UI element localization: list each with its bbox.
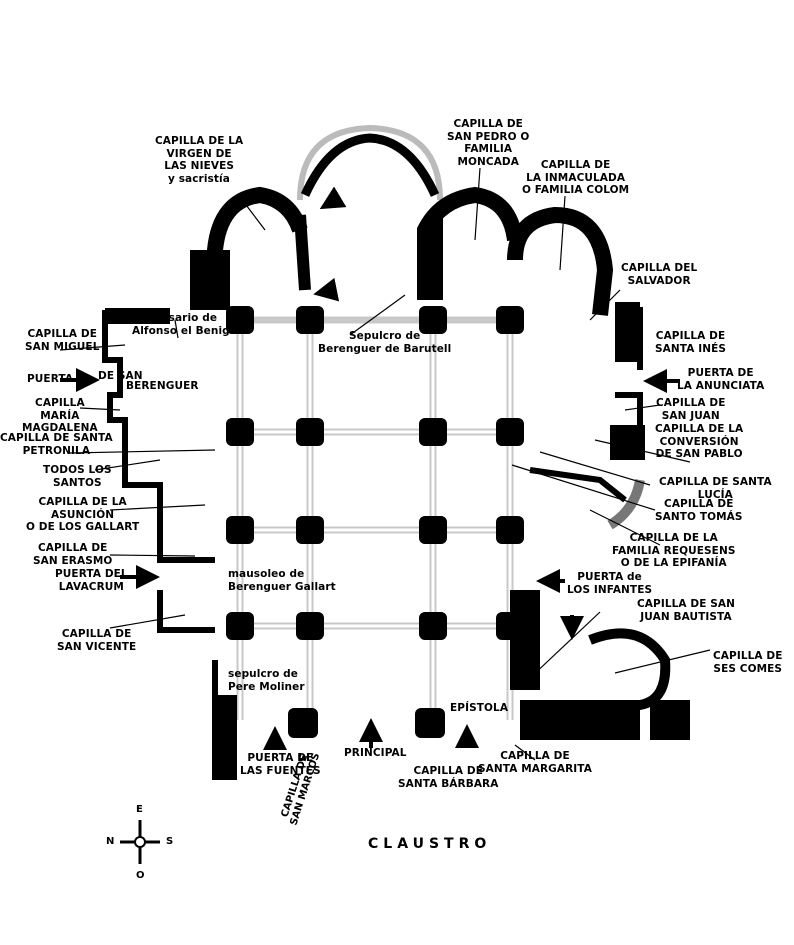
compass-s: S	[166, 836, 174, 847]
label-ses-comes: CAPILLA DE SES COMES	[713, 650, 783, 675]
label-mausoleo: mausoleo de Berenguer Gallart	[228, 568, 336, 593]
label-san-juan-bautista: CAPILLA DE SAN JUAN BAUTISTA	[637, 598, 736, 623]
ses-comes-chapel	[588, 628, 671, 710]
label-puerta-anunciata: PUERTA DE LA ANUNCIATA	[677, 367, 765, 392]
label-sacristia: y sacristía	[168, 173, 230, 185]
chapel-walls	[207, 186, 614, 316]
apse-wall	[300, 133, 440, 197]
label-todos-santos: TODOS LOS SANTOS	[43, 464, 112, 489]
label-osario: Osario de Alfonso el Benigno	[132, 312, 245, 337]
label-asuncion: CAPILLA DE LA ASUNCIÓN O DE LOS GALLART	[26, 496, 140, 533]
label-santo-tomas: CAPILLA DE SANTO TOMÁS	[655, 498, 743, 523]
label-virgen-nieves: CAPILLA DE LA VIRGEN DE LAS NIEVES	[155, 135, 244, 172]
santa-lucia-arc	[607, 479, 645, 530]
label-puerta-lavacrum: PUERTA DEL LAVACRUM	[55, 568, 128, 593]
compass-n: N	[106, 836, 115, 847]
label-requesens: CAPILLA DE LA FAMILIA REQUESENS O DE LA …	[612, 532, 736, 569]
label-maria-magdalena: CAPILLA MARÍA MAGDALENA	[22, 397, 98, 434]
label-sepulcro-barutell: Sepulcro de Berenguer de Barutell	[318, 330, 452, 355]
label-conversion: CAPILLA DE LA CONVERSIÓN DE SAN PABLO	[655, 423, 744, 460]
label-puerta-san-berenguer: PUERTA	[27, 373, 74, 385]
label-puerta-fuentes: PUERTA DE LAS FUENTES	[240, 752, 321, 777]
leader-lines	[59, 167, 711, 761]
label-santa-petronila: CAPILLA DE SANTA PETRONILA	[0, 432, 113, 457]
label-principal: PRINCIPAL	[344, 747, 407, 759]
label-san-vicente: CAPILLA DE SAN VICENTE	[57, 628, 137, 653]
label-santa-barbara: CAPILLA DE SANTA BÁRBARA	[398, 765, 499, 790]
aisle-walls	[102, 307, 643, 780]
label-pere-moliner: sepulcro de Pere Moliner	[228, 668, 305, 693]
label-de-san: DE SAN	[98, 370, 143, 382]
label-san-erasmo: CAPILLA DE SAN ERASMO	[33, 542, 113, 567]
label-santa-lucia: CAPILLA DE SANTA LUCÍA	[659, 476, 772, 501]
label-san-miguel: CAPILLA DE SAN MIGUEL	[25, 328, 100, 353]
label-san-juan: CAPILLA DE SAN JUAN	[656, 397, 726, 422]
nave-ribs	[236, 316, 514, 720]
label-san-pedro: CAPILLA DE SAN PEDRO O FAMILIA MONCADA	[447, 118, 530, 168]
compass-e: E	[136, 804, 143, 815]
label-claustro: CLAUSTRO	[368, 836, 492, 852]
door-arrows	[60, 186, 680, 750]
label-salvador: CAPILLA DEL SALVADOR	[621, 262, 698, 287]
nave-ribs-inner	[238, 320, 512, 720]
main-apse	[297, 124, 443, 201]
label-santa-ines: CAPILLA DE SANTA INÉS	[655, 330, 727, 355]
compass-rose	[120, 820, 160, 864]
label-puerta-infantes: PUERTA de LOS INFANTES	[567, 571, 653, 596]
label-berenguer: BERENGUER	[126, 380, 199, 392]
pillars	[226, 306, 524, 738]
label-santa-margarita: CAPILLA DE SANTA MARGARITA	[478, 750, 592, 775]
label-epistola: EPÍSTOLA	[450, 702, 509, 714]
label-inmaculada: CAPILLA DE LA INMACULADA O FAMILIA COLOM	[522, 159, 630, 196]
compass-o: O	[136, 870, 145, 881]
